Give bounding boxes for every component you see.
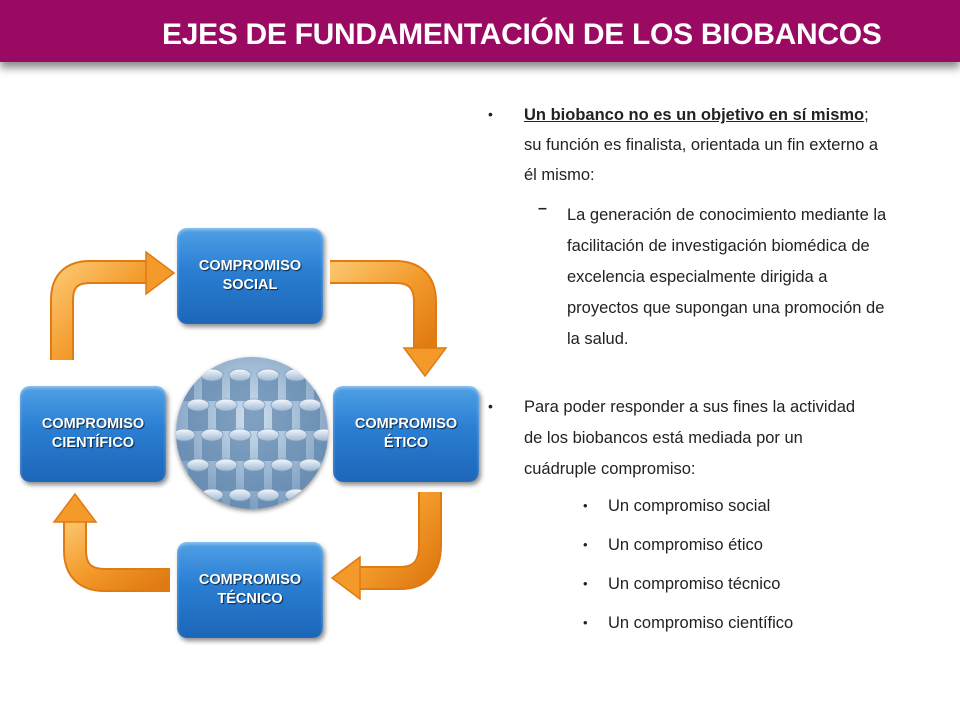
bullet-1-emphasis: Un biobanco no es un objetivo en sí mism… [524,106,865,124]
box-social-line1: COMPROMISO [198,258,302,274]
title-bar: EJES DE FUNDAMENTACIÓN DE LOS BIOBANCOS [0,0,960,62]
bullet-1: Un biobanco no es un objetivo en sí mism… [524,100,884,190]
dash-marker: – [538,200,547,217]
box-compromiso-etico: COMPROMISO ÉTICO [333,386,479,482]
bullet-2: Para poder responder a sus fines la acti… [524,398,856,478]
sub-bullet-dot: • [583,537,588,552]
dash-item: La generación de conocimiento mediante l… [567,206,887,348]
box-etico-line2: ÉTICO [383,435,429,451]
sub-item-social: Un compromiso social [608,497,771,515]
sub-bullet-dot: • [583,498,588,513]
sub-item-tecnico: Un compromiso técnico [608,575,781,593]
box-cientifico-line1: COMPROMISO [41,416,145,432]
arrow-top-right-icon [330,260,448,378]
box-social-line2: SOCIAL [222,277,278,293]
box-compromiso-social: COMPROMISO SOCIAL [177,228,323,324]
sub-item-etico: Un compromiso ético [608,536,763,554]
box-tecnico-line1: COMPROMISO [198,572,302,588]
cycle-arrows [50,250,448,601]
bullet-dot: • [488,106,493,122]
box-tecnico-line2: TÉCNICO [217,591,283,607]
bullet-dot: • [488,398,493,414]
box-etico-line1: COMPROMISO [354,416,458,432]
bullet-1-rest: ; su función es finalista, orientada un … [524,106,879,184]
sub-item-cientifico: Un compromiso científico [608,614,794,632]
commitment-cycle-diagram: COMPROMISO SOCIAL COMPROMISO ÉTICO COMPROM… [0,200,500,650]
slide-title: EJES DE FUNDAMENTACIÓN DE LOS BIOBANCOS [162,18,882,51]
box-cientifico-line2: CIENTÍFICO [51,435,135,451]
box-compromiso-tecnico: COMPROMISO TÉCNICO [177,542,323,638]
arrow-bottom-right-icon [330,492,442,601]
sub-bullet-dot: • [583,576,588,591]
laboratory-vials-image [176,357,328,509]
sub-bullet-dot: • [583,615,588,630]
box-compromiso-cientifico: COMPROMISO CIENTÍFICO [20,386,166,482]
arrow-top-left-icon [50,250,176,360]
arrow-bottom-left-icon [52,492,170,592]
